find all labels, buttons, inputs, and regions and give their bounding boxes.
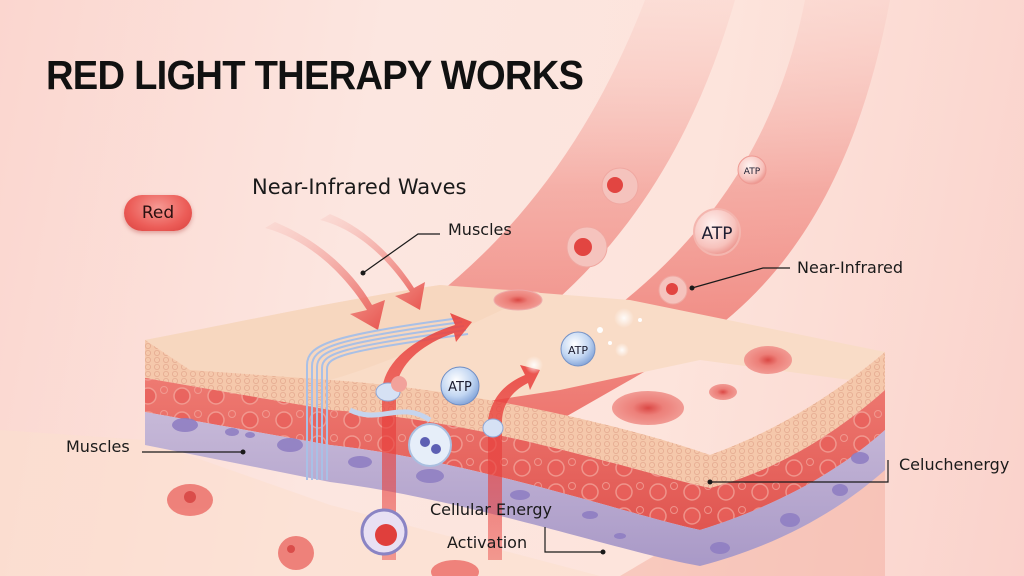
red-light-badge: Red xyxy=(124,195,192,231)
mitochondria xyxy=(348,376,504,556)
subcutaneous-layer xyxy=(145,412,885,566)
light-beam-left xyxy=(260,0,735,420)
atp-label-mid-left: ATP xyxy=(448,380,472,395)
page-title: RED LIGHT THERAPY WORKS xyxy=(46,52,584,98)
cellular-energy-label: Cellular Energy xyxy=(430,500,552,519)
near-infrared-waves-label: Near-Infrared Waves xyxy=(252,175,467,199)
activation-label: Activation xyxy=(447,533,528,552)
atp-label-mid-right: ATP xyxy=(568,344,588,357)
atp-label-small: ATP xyxy=(744,167,761,177)
atp-bubbles xyxy=(440,155,767,406)
muscles-left-label: Muscles xyxy=(66,437,130,456)
red-blood-cells xyxy=(167,289,792,576)
fiber-bundle xyxy=(306,317,469,480)
beam-cells xyxy=(566,167,688,305)
leader-lines xyxy=(142,233,889,553)
light-beam-right xyxy=(470,0,890,420)
incoming-light-arrows xyxy=(265,214,425,330)
atp-label-large: ATP xyxy=(702,224,733,244)
near-infrared-label: Near-Infrared xyxy=(797,258,904,277)
lower-tissue-area xyxy=(0,430,600,576)
celuchenergy-label: Celuchenergy xyxy=(899,455,1010,474)
red-light-badge-label: Red xyxy=(141,203,175,223)
muscles-top-label: Muscles xyxy=(448,220,512,239)
